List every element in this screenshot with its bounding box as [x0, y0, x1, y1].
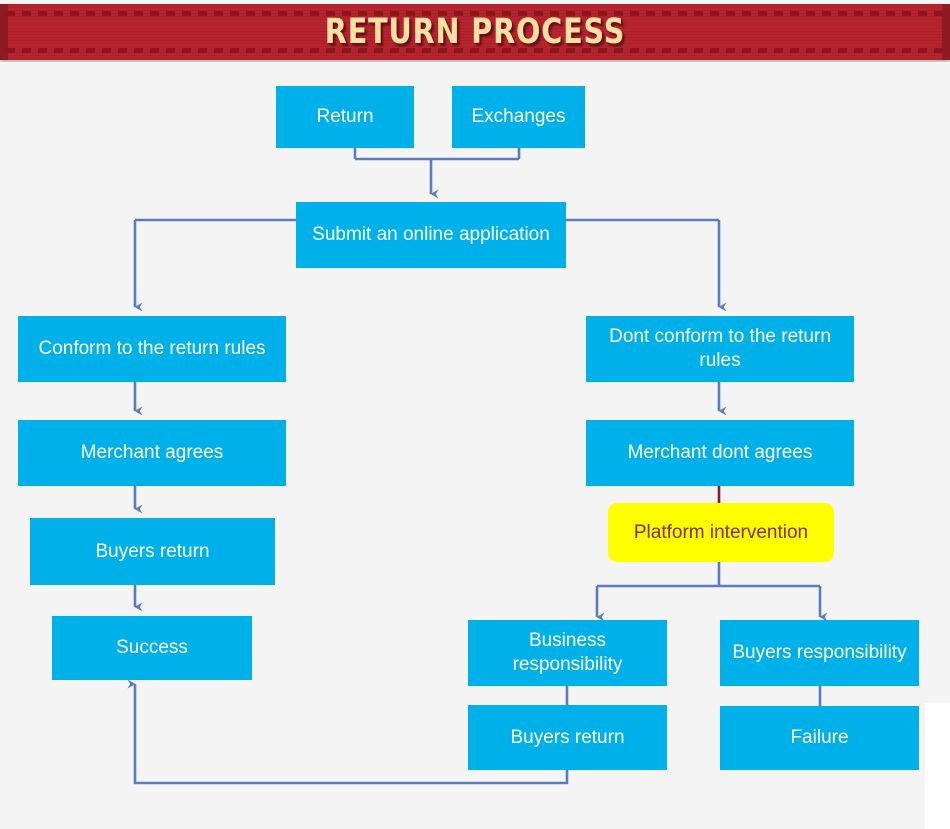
node-label: Dont conform to the return rules [609, 326, 831, 371]
node-label: Business responsibility [512, 630, 623, 675]
corner-white-patch [925, 703, 950, 829]
banner-left-cap [0, 4, 8, 60]
node-buyers-return-right[interactable]: Buyers return [468, 705, 667, 770]
node-success[interactable]: Success [52, 616, 252, 680]
node-label: Buyers return [510, 726, 625, 748]
banner-right-cap [942, 4, 950, 60]
node-merchant-agrees[interactable]: Merchant agrees [18, 420, 286, 486]
node-label: Buyers return [95, 540, 210, 562]
node-label: Merchant dont agrees [627, 442, 813, 463]
flowchart-canvas: Return Exchanges Submit an online applic… [0, 62, 950, 829]
node-exchanges[interactable]: Exchanges [452, 86, 585, 148]
page-title: RETURN PROCESS [324, 12, 626, 52]
header-banner: RETURN PROCESS [0, 4, 950, 60]
node-conform-to-return-rules[interactable]: Conform to the return rules [18, 316, 286, 382]
node-buyers-responsibility[interactable]: Buyers responsibility [720, 620, 919, 686]
node-label: Success [116, 637, 188, 658]
node-platform-intervention[interactable]: Platform intervention [608, 503, 834, 562]
node-label: Buyers responsibility [732, 642, 907, 663]
edge-feedback-loop [127, 679, 569, 785]
node-label: Failure [790, 727, 849, 748]
node-buyers-return-left[interactable]: Buyers return [30, 518, 275, 585]
node-dont-conform-to-return-rules[interactable]: Dont conform to the return rules [586, 316, 854, 382]
node-label: Exchanges [471, 106, 566, 127]
node-return[interactable]: Return [276, 86, 414, 148]
banner-stitch-bottom [6, 48, 944, 53]
node-failure[interactable]: Failure [720, 706, 919, 770]
node-label: Merchant agrees [80, 442, 224, 463]
node-business-responsibility[interactable]: Business responsibility [468, 620, 667, 686]
banner-stitch-top [6, 11, 944, 16]
node-label: Conform to the return rules [38, 338, 266, 359]
connector-layer [127, 148, 828, 785]
node-label: Return [316, 106, 374, 127]
node-merchant-dont-agrees[interactable]: Merchant dont agrees [586, 420, 854, 486]
node-label: Submit an online application [312, 224, 550, 245]
node-submit-application[interactable]: Submit an online application [296, 202, 566, 268]
node-label: Platform intervention [633, 521, 809, 543]
